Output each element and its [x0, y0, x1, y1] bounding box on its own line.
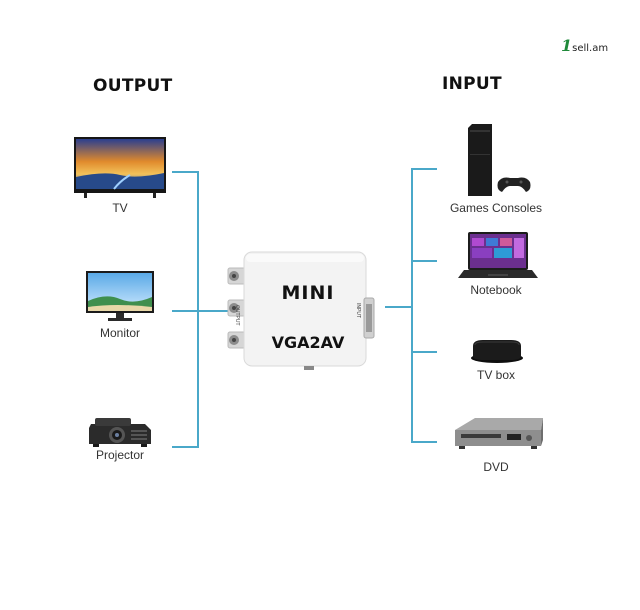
tv-label: TV [112, 201, 128, 215]
rca-jack-2 [227, 299, 247, 317]
tv-icon [74, 137, 166, 204]
input-line-dvd [411, 441, 437, 443]
logo-number: 1 [561, 36, 573, 55]
input-line-tvbox [411, 351, 437, 353]
converter-output-text: OUTPUT [234, 305, 240, 326]
tv-box-icon [469, 336, 525, 369]
output-bus-line [197, 171, 199, 448]
input-line-console [411, 168, 437, 170]
input-line-device [385, 306, 412, 308]
monitor-icon [86, 271, 154, 328]
brand-logo: 1sell.am [561, 36, 608, 55]
dvd-label: DVD [483, 460, 509, 474]
rca-jack-3 [227, 331, 247, 349]
converter-model: VGA2AV [271, 333, 345, 352]
input-heading: INPUT [442, 74, 502, 94]
output-line-device [197, 310, 229, 312]
projector-label: Projector [95, 448, 145, 462]
rca-jack-1 [227, 267, 247, 285]
output-line-monitor [172, 310, 198, 312]
converter-title: MINI [281, 282, 335, 304]
tv-box-label: TV box [476, 368, 515, 382]
converter-input-text: INPUT [355, 303, 361, 318]
output-heading: OUTPUT [93, 76, 173, 96]
output-line-projector [172, 446, 198, 448]
game-console-icon [462, 124, 534, 203]
input-bus-line [411, 168, 413, 443]
monitor-label: Monitor [99, 326, 140, 340]
game-console-label: Games Consoles [449, 201, 543, 215]
notebook-label: Notebook [470, 283, 522, 297]
projector-icon [87, 414, 153, 453]
notebook-icon [458, 232, 538, 285]
output-line-tv [172, 171, 198, 173]
logo-text: sell.am [572, 43, 609, 54]
vga2av-converter [226, 250, 376, 377]
input-line-notebook [411, 260, 437, 262]
dvd-player-icon [455, 416, 543, 459]
